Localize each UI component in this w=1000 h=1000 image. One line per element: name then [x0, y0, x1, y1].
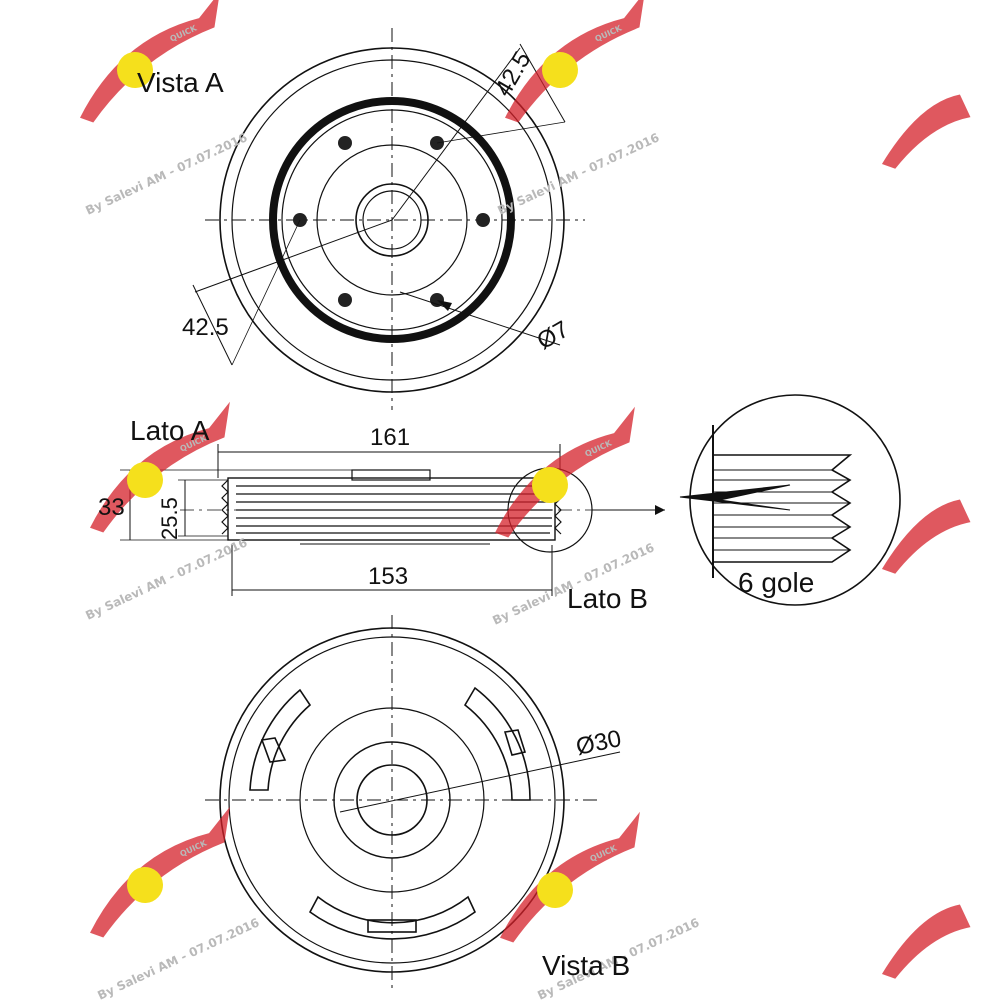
- label-grooves: 6 gole: [738, 567, 814, 598]
- watermark-logo-2: QUICK: [505, 0, 645, 123]
- watermark-text-2: By Salevi AM - 07.07.2016: [495, 130, 661, 217]
- label-side-b: Lato B: [567, 583, 648, 614]
- side-view: [120, 444, 665, 596]
- dim-hole-diameter: Ø7: [533, 316, 574, 355]
- dim-bore-diameter: Ø30: [574, 725, 624, 761]
- watermark-logo-4: QUICK: [495, 406, 635, 538]
- label-side-a: Lato A: [130, 415, 210, 446]
- dim-overall-diameter: 161: [370, 424, 410, 451]
- watermark-text-1: By Salevi AM - 07.07.2016: [83, 130, 249, 217]
- slots: [249, 686, 531, 940]
- watermark-text-5: By Salevi AM - 07.07.2016: [95, 915, 261, 1000]
- dim-belt-diameter: 153: [368, 563, 408, 590]
- label-view-b: Vista B: [542, 950, 630, 981]
- groove-detail: [679, 394, 901, 606]
- rear-view-b: [205, 615, 621, 990]
- watermark-logo-1: QUICK: [80, 0, 220, 123]
- watermark-logo-5: QUICK: [90, 806, 230, 938]
- watermark-logo-edge-1: [881, 94, 971, 169]
- watermark-logo-edge-2: [881, 499, 971, 574]
- dim-belt-width: 25.5: [157, 497, 182, 540]
- dim-total-width: 33: [98, 494, 125, 521]
- watermark-logo-6: QUICK: [500, 811, 640, 943]
- dim-bolt-offset-left: 42.5: [182, 314, 229, 341]
- watermark-logo-edge-3: [881, 904, 971, 979]
- watermarks: QUICK QUICK QUICK QUICK QUICK QUICK: [80, 0, 971, 1000]
- label-view-a: Vista A: [137, 67, 224, 98]
- watermark-text-3: By Salevi AM - 07.07.2016: [83, 535, 249, 622]
